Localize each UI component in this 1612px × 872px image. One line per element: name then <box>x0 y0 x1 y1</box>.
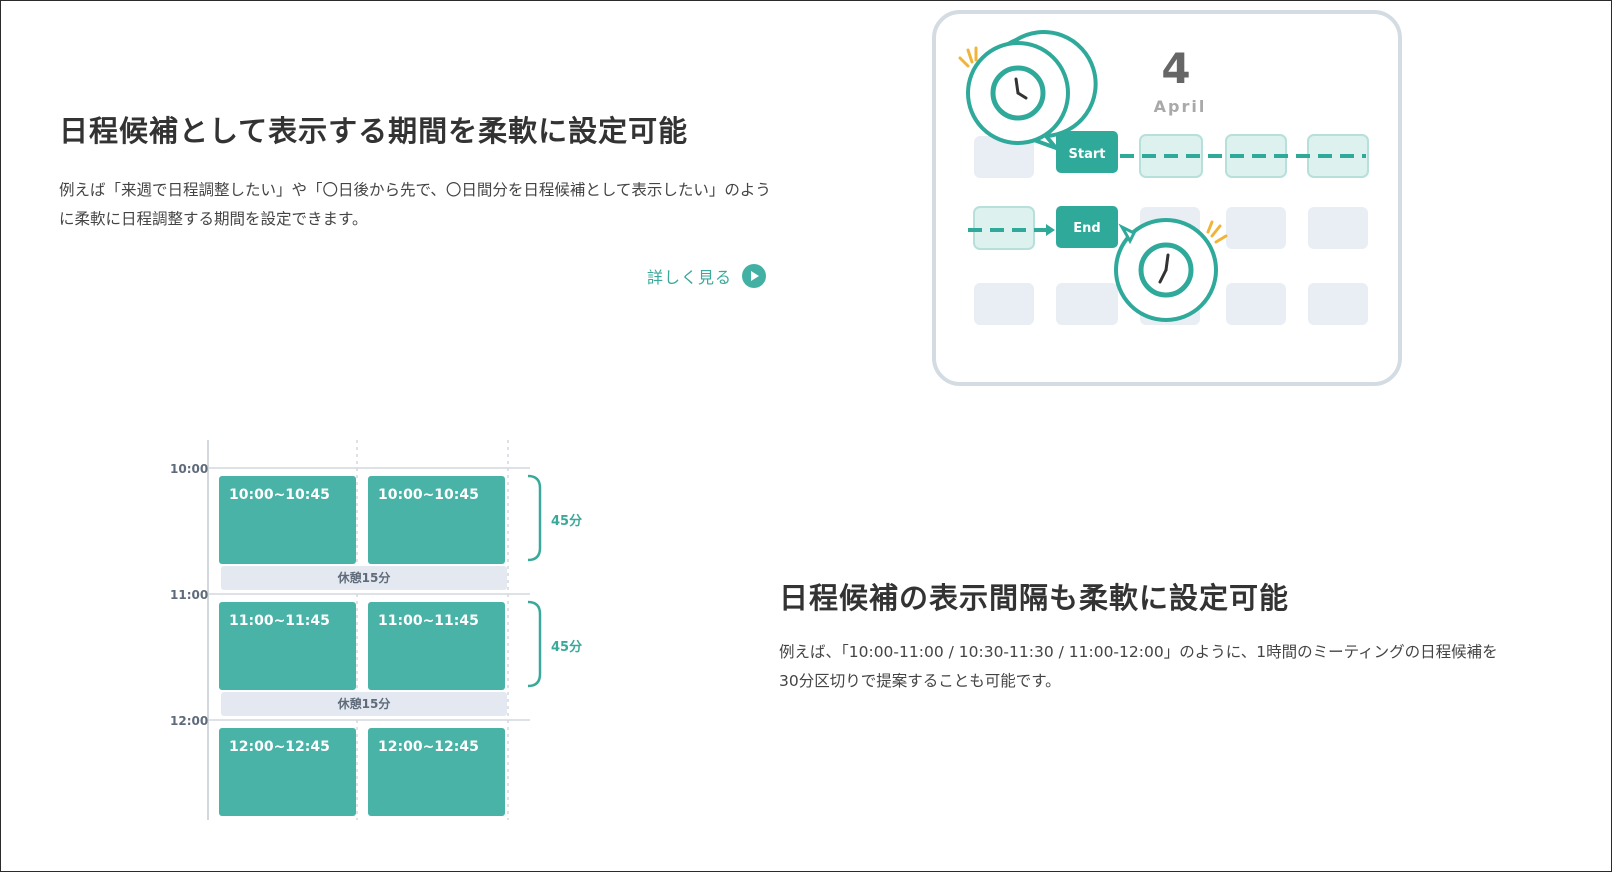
end-badge <box>1056 206 1118 248</box>
time-slot[interactable]: 12:00~12:45 <box>219 728 356 816</box>
duration-bracket <box>527 474 542 562</box>
play-circle-icon <box>742 264 767 288</box>
start-badge <box>1056 131 1118 173</box>
range-arrow-icon <box>1046 224 1055 236</box>
calendar-cell <box>1308 283 1368 325</box>
time-slot[interactable]: 11:00~11:45 <box>219 602 356 690</box>
time-slot[interactable]: 12:00~12:45 <box>368 728 505 816</box>
start-label: Start <box>1069 147 1106 162</box>
time-slot[interactable]: 10:00~10:45 <box>368 476 505 564</box>
duration-label: 45分 <box>551 640 583 655</box>
section2-description: 例えば、「10:00-11:00 / 10:30-11:30 / 11:00-1… <box>779 643 1498 690</box>
end-label: End <box>1073 221 1100 236</box>
calendar-month-name: April <box>1154 97 1207 116</box>
timeline-illustration: 10:00 11:00 12:00 10:00~10:45 10:00~10:4… <box>160 440 600 830</box>
calendar-cell <box>1226 283 1286 325</box>
calendar-cell-selected <box>1307 134 1369 178</box>
calendar-cell <box>974 283 1034 325</box>
time-label-11: 11:00 <box>170 588 209 602</box>
break-bar: 休憩15分 <box>221 692 507 716</box>
see-more-label: 詳しく見る <box>647 268 733 287</box>
calendar-cell <box>974 136 1034 178</box>
time-label-12: 12:00 <box>170 714 209 728</box>
time-slot[interactable]: 11:00~11:45 <box>368 602 505 690</box>
section1-description: 例えば「来週で日程調整したい」や「〇日後から先で、〇日間分を日程候補として表示し… <box>59 181 771 228</box>
clock-icon <box>1114 218 1228 322</box>
duration-bracket <box>527 600 542 688</box>
calendar-cell <box>1308 207 1368 249</box>
section1-title: 日程候補として表示する期間を柔軟に設定可能 <box>59 114 689 148</box>
calendar-cell <box>1056 283 1118 325</box>
duration-label: 45分 <box>551 514 583 529</box>
time-label-10: 10:00 <box>170 462 209 476</box>
timeline-grid <box>207 440 542 820</box>
calendar-illustration: 4 April Start End <box>928 8 1418 403</box>
break-bar: 休憩15分 <box>221 566 507 590</box>
time-slot[interactable]: 10:00~10:45 <box>219 476 356 564</box>
clock-icon <box>958 30 1098 153</box>
calendar-month-number: 4 <box>1161 44 1190 93</box>
see-more-link[interactable]: 詳しく見る <box>647 264 767 288</box>
calendar-cell <box>1226 207 1286 249</box>
calendar-svg: 4 April Start End <box>932 10 1402 386</box>
section2-title: 日程候補の表示間隔も柔軟に設定可能 <box>779 581 1290 615</box>
